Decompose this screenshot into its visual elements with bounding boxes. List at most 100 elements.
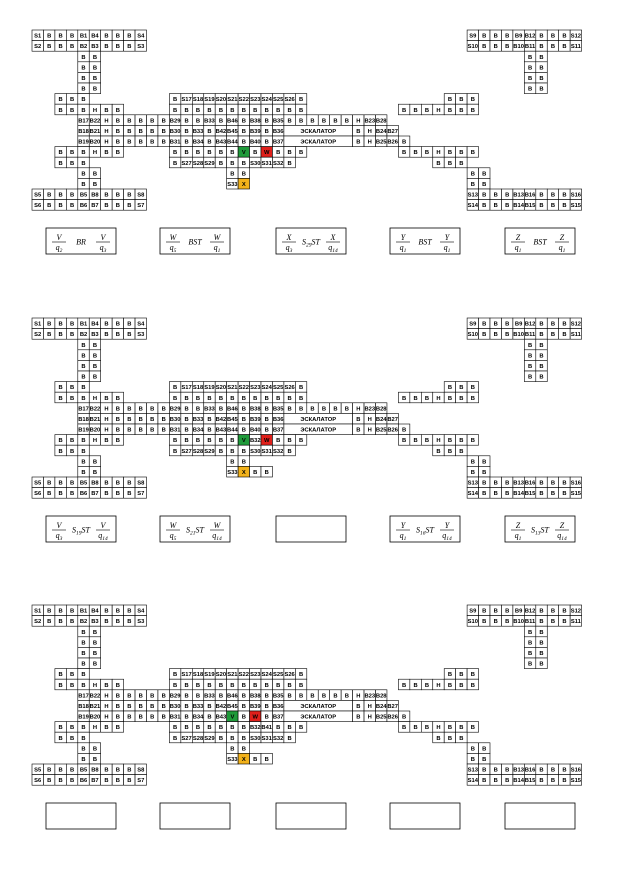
- formula-bottom-right: q14: [98, 531, 108, 542]
- cell-label: B: [253, 150, 257, 156]
- cell-label: B: [562, 481, 566, 487]
- cell-label: H: [104, 140, 108, 146]
- cell-label: B42: [216, 704, 227, 710]
- cell-label: B: [207, 396, 211, 402]
- cell-label: B: [59, 725, 63, 731]
- cell-label: S29: [204, 449, 215, 455]
- cell-label: H: [104, 715, 108, 721]
- cell-label: B: [299, 150, 303, 156]
- cell-label: B: [59, 609, 63, 615]
- cell-label: H: [436, 725, 440, 731]
- cell-label: B: [93, 171, 97, 177]
- cell-label: B: [93, 757, 97, 763]
- cell-label: B: [265, 140, 269, 146]
- cell-label: B: [173, 449, 177, 455]
- cell-label: H: [368, 715, 372, 721]
- cell-label: B34: [193, 428, 204, 434]
- cell-label: B: [333, 406, 337, 412]
- cell-label: B: [299, 118, 303, 124]
- cell-label: S33: [227, 470, 238, 476]
- cell-label: B: [81, 108, 85, 114]
- cell-label: B: [70, 438, 74, 444]
- cell-label: B23: [364, 118, 375, 124]
- cell-label: B: [184, 693, 188, 699]
- cell-label: B: [59, 203, 63, 209]
- cell-label: S10: [468, 44, 478, 50]
- cell-label: B5: [80, 193, 88, 199]
- cell-label: B: [276, 725, 280, 731]
- cell-label: S30: [250, 449, 260, 455]
- cell-label: B: [162, 715, 166, 721]
- cell-label: B: [104, 778, 108, 784]
- cell-label: B: [47, 491, 51, 497]
- cell-label: S2: [34, 332, 41, 338]
- cell-label: B: [471, 150, 475, 156]
- cell-label: B: [127, 322, 131, 328]
- cell-label: B24: [376, 704, 387, 710]
- cell-label: B: [459, 683, 463, 689]
- cell-label: B: [539, 322, 543, 328]
- grid-cell: [466, 391, 479, 404]
- cell-label: H: [356, 693, 360, 699]
- cell-label: S5: [34, 768, 42, 774]
- cell-label: B: [150, 118, 154, 124]
- cell-label: B: [70, 203, 74, 209]
- cell-label: B: [81, 662, 85, 668]
- cell-label: B: [127, 118, 131, 124]
- cell-label: S1: [34, 322, 42, 328]
- grid-cell: [134, 615, 147, 627]
- cell-label: B: [104, 609, 108, 615]
- cell-label: B: [116, 438, 120, 444]
- cell-label: B: [425, 150, 429, 156]
- cell-label: B: [448, 150, 452, 156]
- cell-label: B: [253, 396, 257, 402]
- cell-label: B11: [525, 332, 536, 338]
- cell-label: S11: [571, 332, 582, 338]
- cell-label: B: [299, 725, 303, 731]
- formula-bottom-left: q1: [400, 243, 407, 254]
- cell-label: B: [505, 203, 509, 209]
- cell-label: B: [162, 140, 166, 146]
- cell-label: B45: [227, 704, 238, 710]
- cell-label: B: [162, 417, 166, 423]
- cell-label: B: [402, 150, 406, 156]
- cell-label: B: [116, 491, 120, 497]
- grid-cell: [283, 731, 296, 744]
- cell-label: B: [81, 343, 85, 349]
- cell-label: B: [425, 683, 429, 689]
- cell-label: B: [356, 715, 360, 721]
- grid-cell: [295, 146, 308, 158]
- cell-label: S17: [181, 385, 191, 391]
- cell-label: B: [127, 481, 131, 487]
- cell-label: B28: [376, 693, 387, 699]
- grid-cell: [455, 731, 468, 744]
- cell-label: B: [482, 619, 486, 625]
- cell-label: B: [471, 182, 475, 188]
- cell-label: B: [184, 725, 188, 731]
- cell-label: B20: [90, 140, 101, 146]
- cell-label: B: [81, 76, 85, 82]
- formula-bottom-right: q14: [557, 531, 567, 542]
- grid-cell: [535, 370, 548, 382]
- cell-label: B: [299, 385, 303, 391]
- cell-label: B35: [273, 118, 284, 124]
- cell-label: B: [93, 353, 97, 359]
- cell-label: B: [173, 438, 177, 444]
- cell-label: B: [448, 736, 452, 742]
- cell-label: B: [436, 449, 440, 455]
- cell-label: B: [356, 129, 360, 135]
- cell-label: B: [539, 65, 543, 71]
- cell-label: B: [413, 396, 417, 402]
- grid-cell: [466, 146, 479, 158]
- cell-label: B: [482, 182, 486, 188]
- formula-bottom-left: q1: [515, 531, 522, 542]
- cell-label: B: [448, 97, 452, 103]
- cell-label: B: [184, 428, 188, 434]
- cell-label: B: [494, 193, 498, 199]
- cell-label: B: [528, 353, 532, 359]
- cell-label: B: [173, 725, 177, 731]
- cell-label: B: [230, 725, 234, 731]
- formula-top-right: Z: [560, 233, 565, 242]
